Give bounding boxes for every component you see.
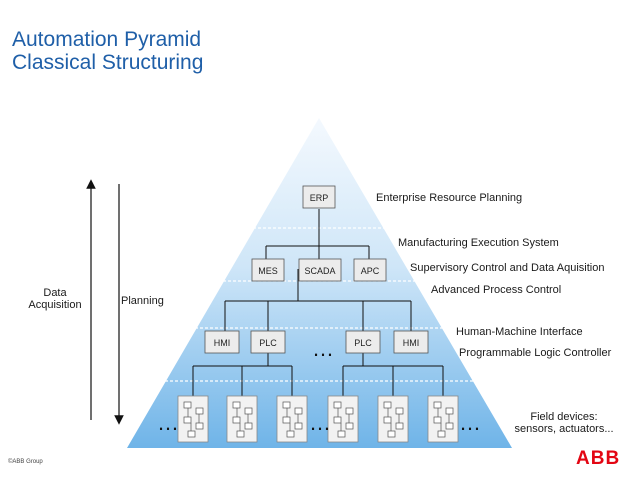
label-mes: Manufacturing Execution System	[398, 237, 559, 249]
ellipsis-field-right: …	[459, 410, 481, 435]
box-erp: ERP	[302, 185, 336, 209]
title-line-2: Classical Structuring	[12, 51, 204, 74]
field-device	[427, 395, 459, 443]
label-field-line-1: Field devices:	[530, 411, 598, 423]
svg-text:APC: APC	[361, 266, 380, 276]
box-plc-right: PLC	[345, 330, 381, 354]
label-plc: Programmable Logic Controller	[459, 347, 612, 359]
svg-text:HMI: HMI	[214, 338, 231, 348]
label-scada: Supervisory Control and Data Aquisition	[410, 262, 605, 274]
label-field-line-2: sensors, actuators...	[514, 423, 614, 435]
footer-copyright: ©ABB Group	[8, 459, 43, 465]
abb-logo: ABB	[576, 448, 621, 469]
box-hmi-left: HMI	[204, 330, 240, 354]
label-planning: Planning	[121, 295, 164, 307]
label-data-acquisition-line-1: Data	[43, 287, 67, 299]
ellipsis-field-mid: …	[309, 410, 331, 435]
label-hmi: Human-Machine Interface	[456, 326, 583, 338]
box-apc: APC	[353, 258, 387, 282]
svg-text:SCADA: SCADA	[304, 266, 335, 276]
svg-text:PLC: PLC	[354, 338, 372, 348]
field-devices	[177, 395, 459, 443]
label-erp: Enterprise Resource Planning	[376, 192, 523, 204]
connector-lines	[192, 209, 444, 396]
field-device	[226, 395, 258, 443]
ellipsis-field-left: …	[157, 410, 179, 435]
svg-text:HMI: HMI	[403, 338, 420, 348]
label-data-acquisition: Data Acquisition	[20, 287, 90, 311]
field-device	[276, 395, 308, 443]
ellipsis-mid-level: …	[312, 336, 334, 361]
label-field-devices: Field devices: sensors, actuators...	[505, 411, 623, 435]
label-data-acquisition-line-2: Acquisition	[28, 299, 82, 311]
box-scada: SCADA	[298, 258, 342, 282]
field-device	[377, 395, 409, 443]
field-device	[327, 395, 359, 443]
box-hmi-right: HMI	[393, 330, 429, 354]
label-apc: Advanced Process Control	[431, 284, 562, 296]
svg-text:ERP: ERP	[310, 193, 329, 203]
svg-text:PLC: PLC	[259, 338, 277, 348]
svg-text:MES: MES	[258, 266, 278, 276]
box-mes: MES	[251, 258, 285, 282]
box-plc-left: PLC	[250, 330, 286, 354]
field-device	[177, 395, 209, 443]
title-line-1: Automation Pyramid	[12, 28, 202, 51]
